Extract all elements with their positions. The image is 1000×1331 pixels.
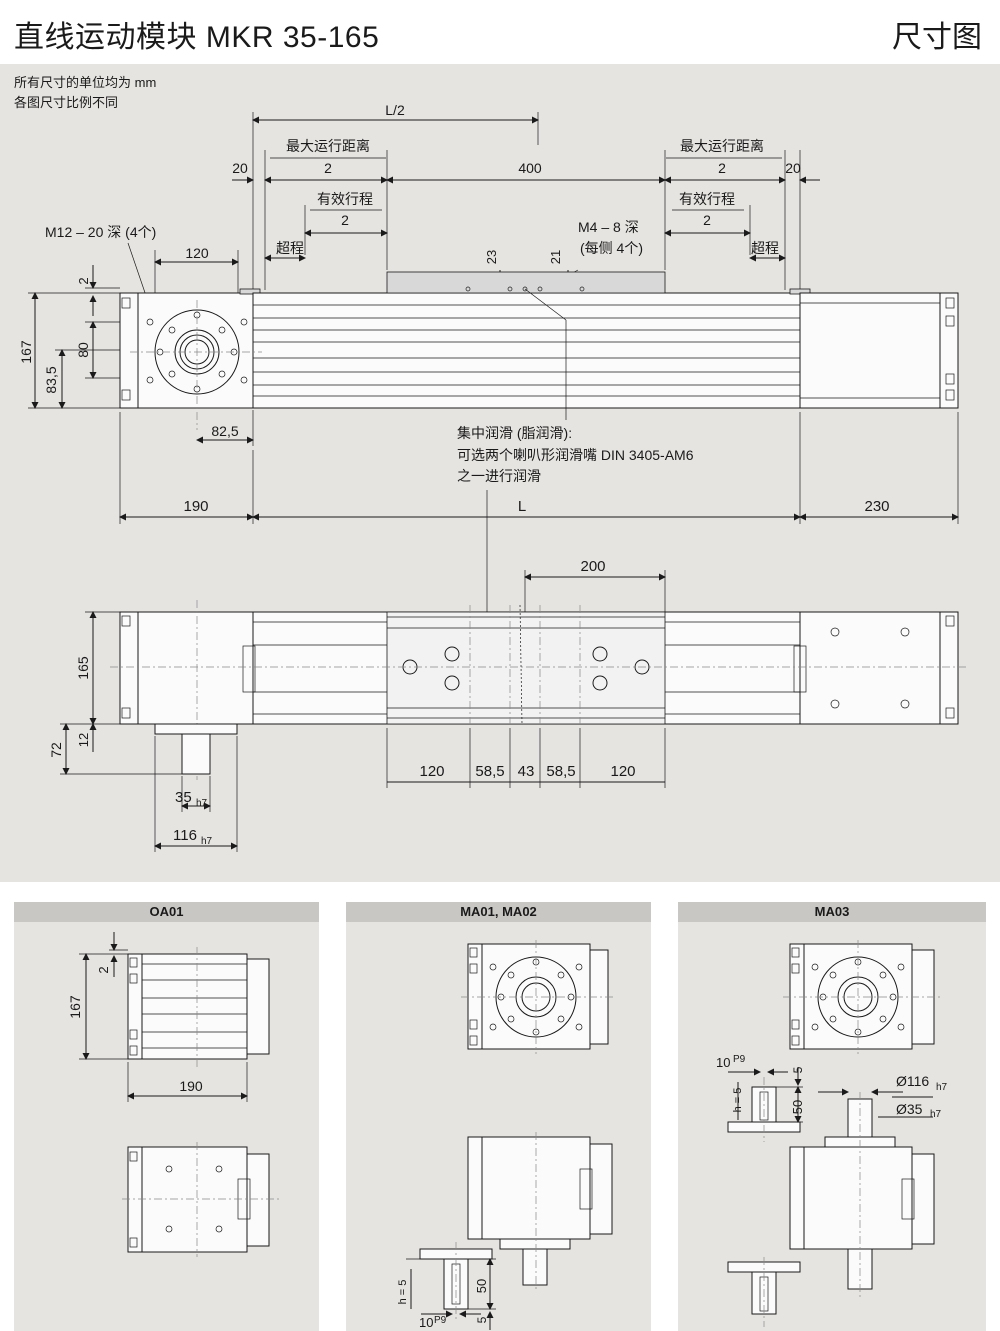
ma01-dim-5: 5 [475, 1316, 489, 1323]
dim-shaft-35: 35 [175, 789, 192, 806]
dim-190: 190 [183, 498, 208, 515]
dim-12: 12 [76, 733, 91, 747]
lube-note-2: 可选两个喇叭形润滑嘴 DIN 3405-AM6 [457, 447, 694, 463]
units-note: 所有尺寸的单位均为 mm [14, 75, 157, 90]
detail-panel-ma03: MA03 50 5 h = 5 10 P9 [678, 902, 986, 1331]
lube-note-3: 之一进行润滑 [457, 468, 541, 484]
ma03-tol-h7-116: h7 [936, 1082, 948, 1093]
dim-200: 200 [580, 558, 605, 575]
header: 直线运动模块 MKR 35-165 尺寸图 [0, 0, 1000, 64]
dim-58-5-left: 58,5 [475, 763, 504, 780]
dim-eff-stroke-right-denom: 2 [703, 212, 711, 228]
label-max-travel-right: 最大运行距离 [680, 138, 764, 154]
dim-120-top: 120 [185, 245, 209, 261]
main-drawing: L/2 最大运行距离 2 最大运行距离 2 20 400 20 有效行程 2 有… [18, 102, 968, 852]
detail-drawing-oa01: 167 2 190 [67, 932, 279, 1257]
label-m4-holes-1: M4 – 8 深 [578, 219, 639, 235]
label-max-travel-left: 最大运行距离 [286, 138, 370, 154]
label-m12-holes: M12 – 20 深 (4个) [45, 224, 156, 240]
scale-note: 各图尺寸比例不同 [14, 95, 119, 110]
dim-max-travel-right-denom: 2 [718, 160, 726, 176]
ma03-h5: h = 5 [732, 1088, 744, 1113]
ma01-tol-p9: P9 [434, 1315, 447, 1326]
dim-shaft-116: 116 [173, 827, 197, 844]
lube-note-1: 集中润滑 (脂润滑): [457, 425, 572, 441]
dim-400: 400 [518, 160, 542, 176]
label-m4-holes-2: (每侧 4个) [580, 240, 643, 256]
oa01-dim-190: 190 [179, 1078, 203, 1094]
detail-drawing-ma01-ma02: 50 5 h = 5 10 P9 [397, 940, 616, 1330]
ma03-tol-h7-35: h7 [930, 1109, 942, 1120]
dim-max-travel-left-denom: 2 [324, 160, 332, 176]
front-view: 200 [48, 558, 968, 852]
page-subtitle: 尺寸图 [892, 20, 982, 55]
dim-120-right: 120 [610, 763, 635, 780]
ma03-tol-p9: P9 [733, 1054, 746, 1065]
detail-drawing-ma03: 50 5 h = 5 10 P9 Ø116 h7 Ø35 h7 [716, 940, 948, 1327]
detail-panel-ma01-ma02: MA01, MA02 50 5 h = 5 [346, 902, 651, 1331]
dim-20-right: 20 [785, 160, 801, 176]
ma01-h5: h = 5 [397, 1280, 409, 1305]
dim-120-left: 120 [419, 763, 444, 780]
detail-title-ma03: MA03 [678, 902, 986, 922]
dim-82-5: 82,5 [211, 423, 238, 439]
dim-165: 165 [75, 656, 91, 680]
dim-21: 21 [548, 250, 563, 264]
dim-58-5-right: 58,5 [546, 763, 575, 780]
dim-half-length: L/2 [385, 102, 405, 118]
dim-230: 230 [864, 498, 889, 515]
dim-72: 72 [48, 742, 64, 758]
page-title: 直线运动模块 MKR 35-165 [14, 21, 380, 54]
detail-title-ma01-ma02: MA01, MA02 [346, 902, 651, 922]
dim-167: 167 [18, 340, 34, 364]
dim-eff-stroke-left-denom: 2 [341, 212, 349, 228]
ma03-dia-35: Ø35 [896, 1101, 923, 1117]
dim-L: L [518, 498, 526, 515]
label-eff-stroke-left: 有效行程 [317, 191, 373, 207]
top-view: L/2 最大运行距离 2 最大运行距离 2 20 400 20 有效行程 2 有… [18, 102, 959, 691]
tol-h7-116: h7 [201, 836, 213, 847]
detail-title-oa01: OA01 [14, 902, 319, 922]
main-drawing-panel: 所有尺寸的单位均为 mm 各图尺寸比例不同 L/2 最大运行距离 2 [0, 64, 1000, 882]
dim-83-5: 83,5 [43, 366, 59, 393]
ma03-dim-10: 10 [716, 1055, 730, 1070]
dim-20-left: 20 [232, 160, 248, 176]
label-eff-stroke-right: 有效行程 [679, 191, 735, 207]
tol-h7-35: h7 [196, 798, 208, 809]
dim-23: 23 [484, 250, 499, 264]
oa01-dim-167: 167 [67, 995, 83, 1019]
ma01-dim-50: 50 [474, 1279, 489, 1293]
ma03-dim-5: 5 [791, 1066, 805, 1073]
label-over-travel-left: 超程 [276, 240, 304, 256]
oa01-dim-2: 2 [96, 966, 111, 973]
dim-43: 43 [518, 763, 535, 780]
ma01-dim-10: 10 [419, 1315, 433, 1330]
ma03-dia-116: Ø116 [896, 1073, 929, 1089]
ma03-dim-50: 50 [790, 1100, 805, 1114]
dim-2-top: 2 [76, 277, 91, 284]
label-over-travel-right: 超程 [751, 240, 779, 256]
detail-panel-oa01: OA01 167 2 190 [14, 902, 319, 1331]
dim-80: 80 [75, 342, 91, 358]
